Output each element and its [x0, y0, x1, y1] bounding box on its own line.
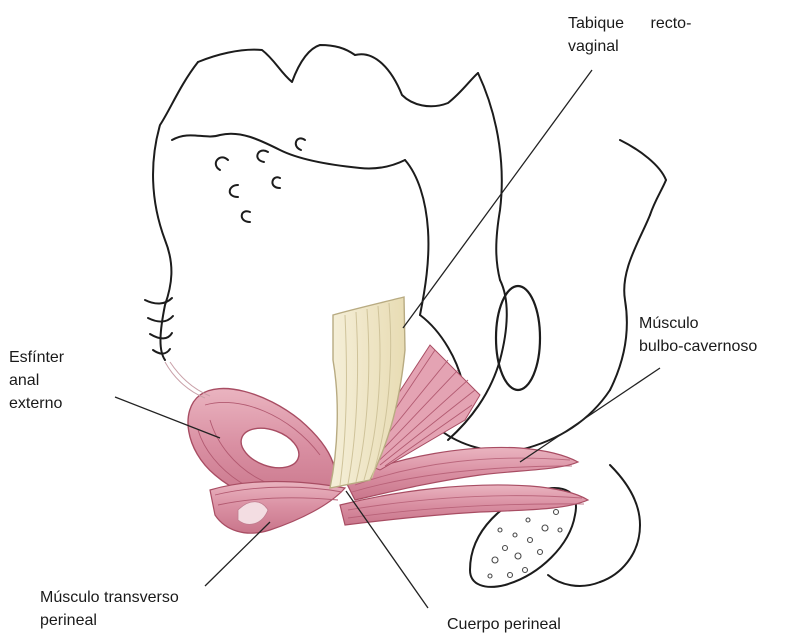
label-external-anal-sphincter: Esfínter anal externo	[9, 346, 64, 415]
label-line: anal	[9, 369, 64, 392]
label-transverse-perineal: Músculo transverso perineal	[40, 586, 179, 632]
transverse-perineal-muscle	[210, 482, 345, 534]
label-line: Tabique recto-	[568, 12, 691, 35]
label-line: bulbo-cavernoso	[639, 335, 757, 358]
label-line: Cuerpo perineal	[447, 613, 561, 636]
label-line: externo	[9, 392, 64, 415]
label-bulbocavernosus: Músculo bulbo-cavernoso	[639, 312, 757, 358]
label-line: Músculo	[639, 312, 757, 335]
obturator-foramen	[496, 286, 540, 390]
label-line: perineal	[40, 609, 179, 632]
leader-bulbo	[520, 368, 660, 462]
label-line: Músculo transverso	[40, 586, 179, 609]
label-line: Esfínter	[9, 346, 64, 369]
label-rectovaginal-septum: Tabique recto- vaginal	[568, 12, 691, 58]
label-line: vaginal	[568, 35, 691, 58]
label-perineal-body: Cuerpo perineal	[447, 613, 561, 636]
leader-tabique	[403, 70, 592, 328]
